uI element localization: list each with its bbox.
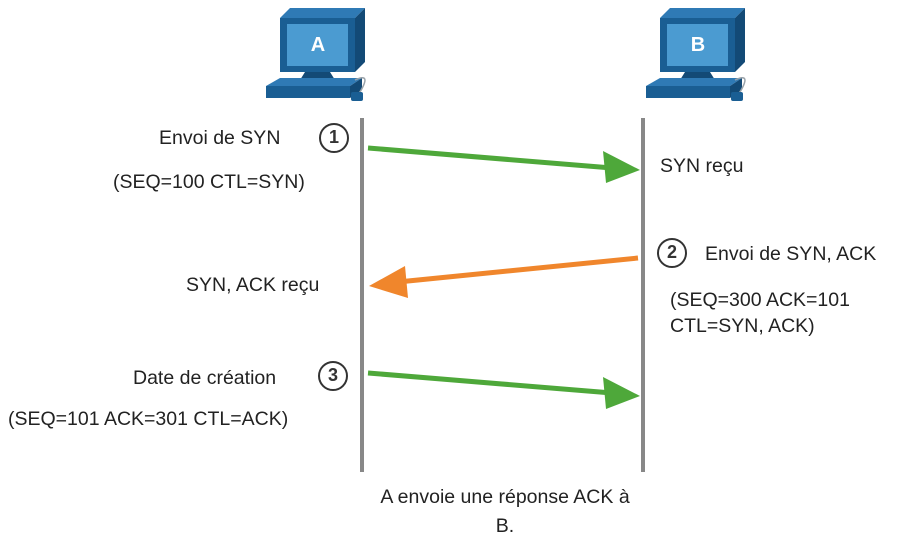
computer-a-icon — [266, 8, 366, 101]
step2-detail-line1: (SEQ=300 ACK=101 — [670, 289, 850, 311]
step2-received: SYN, ACK reçu — [186, 274, 320, 296]
diagram-caption: A envoie une réponse ACK à B. — [330, 483, 680, 541]
step1-number-badge: 1 — [319, 123, 349, 153]
arrow-syn-ack — [369, 255, 639, 298]
arrow-syn — [367, 145, 640, 183]
host-a-label: A — [310, 34, 326, 56]
step3-detail: (SEQ=101 ACK=301 CTL=ACK) — [8, 408, 289, 430]
step1-received: SYN reçu — [660, 155, 744, 177]
step1-label: Envoi de SYN — [159, 127, 281, 149]
caption-line2: B. — [495, 515, 515, 537]
host-b-label: B — [690, 34, 706, 56]
step2-detail-line2: CTL=SYN, ACK) — [670, 315, 815, 337]
step3-number-badge: 3 — [318, 361, 348, 391]
caption-line1: A envoie une réponse ACK à — [380, 486, 630, 508]
step2-label: Envoi de SYN, ACK — [705, 243, 877, 265]
step3-label: Date de création — [133, 367, 277, 389]
arrow-ack — [367, 370, 640, 409]
computer-b-icon — [646, 8, 746, 101]
step1-detail: (SEQ=100 CTL=SYN) — [113, 171, 305, 193]
step2-number-badge: 2 — [657, 238, 687, 268]
